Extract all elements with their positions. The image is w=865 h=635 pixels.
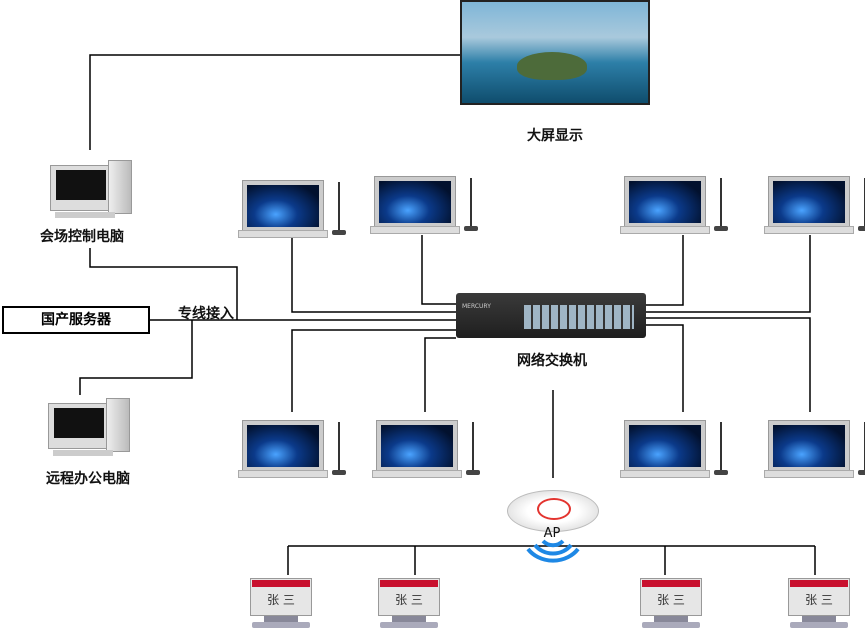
terminal-name: 张 三 (395, 593, 423, 607)
server-box: 国产服务器 (2, 306, 150, 334)
switch-brand: MERCURY (462, 303, 491, 310)
switch-label: 网络交换机 (517, 353, 587, 369)
paperless-terminal-icon: 张 三 (788, 578, 850, 630)
terminal-name: 张 三 (657, 593, 685, 607)
remote-pc-label: 远程办公电脑 (46, 471, 130, 487)
paperless-terminal-icon: 张 三 (250, 578, 312, 630)
control-pc-label: 会场控制电脑 (40, 229, 124, 245)
ap-label: AP (543, 526, 561, 541)
terminal-name: 张 三 (267, 593, 295, 607)
big-screen-display (460, 0, 650, 105)
paperless-terminal-icon: 张 三 (378, 578, 440, 630)
control-pc-icon (50, 160, 132, 220)
network-switch-icon: MERCURY (456, 293, 646, 338)
access-point-icon: AP (507, 490, 599, 541)
dedicated-line-label: 专线接入 (178, 306, 234, 322)
wifi-icon (526, 539, 580, 563)
remote-pc-icon (48, 398, 130, 458)
paperless-terminal-icon: 张 三 (640, 578, 702, 630)
big-screen-label: 大屏显示 (527, 128, 583, 144)
terminal-name: 张 三 (805, 593, 833, 607)
